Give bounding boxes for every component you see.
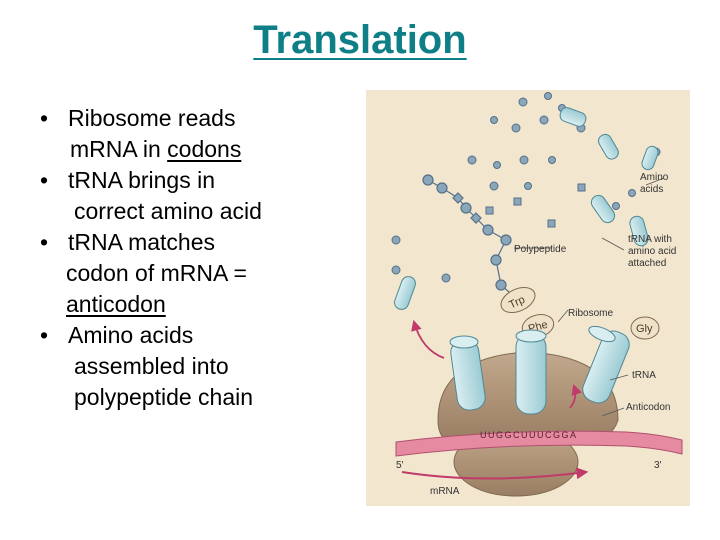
trna-attached-label-3: attached bbox=[628, 258, 666, 269]
bullet-4-line-2: assembled into bbox=[40, 351, 360, 382]
amino-acids-label-2: acids bbox=[640, 184, 663, 195]
trna-attached-label-2: amino acid bbox=[628, 246, 676, 257]
bullet-1-line-1: • Ribosome reads bbox=[40, 103, 360, 134]
mrna-strand: UUGGCUUUCGGA bbox=[395, 430, 683, 480]
bound-trnas bbox=[449, 325, 630, 415]
bullet-4-line-3: polypeptide chain bbox=[40, 382, 360, 413]
bullet-dot: • bbox=[40, 167, 49, 193]
bullet-text: t bbox=[68, 229, 75, 255]
codons-link: codons bbox=[167, 136, 242, 162]
polypeptide-chain bbox=[422, 174, 517, 299]
bullet-4-line-1: • Amino acids bbox=[40, 320, 360, 351]
translation-figure-svg: Trp Phe Gly UUGGCUUUCGGA bbox=[366, 90, 690, 506]
bullet-1-line-2: mRNA in codons bbox=[40, 134, 360, 165]
ribosome-label: Ribosome bbox=[568, 308, 613, 319]
bullet-dot: • bbox=[40, 322, 49, 348]
bullet-dot: • bbox=[40, 229, 49, 255]
bullet-text: correct amino acid bbox=[74, 198, 262, 224]
three-prime-label: 3' bbox=[654, 460, 662, 471]
bullet-text: assembled into bbox=[74, 353, 229, 379]
free-amino-acids bbox=[391, 92, 661, 283]
diagram-arrows bbox=[411, 319, 582, 409]
bullet-3-line-2: codon of mRNA = bbox=[40, 258, 360, 289]
bullet-text: t bbox=[68, 167, 75, 193]
bullet-text: codon of m bbox=[66, 260, 180, 286]
polypeptide-label: Polypeptide bbox=[514, 244, 567, 255]
bullet-dot: • bbox=[40, 105, 49, 131]
anticodon-text: anticodon bbox=[66, 291, 166, 317]
mrna-label: mRNA bbox=[430, 486, 460, 497]
bullet-2-line-1: • tRNA brings in bbox=[40, 165, 360, 196]
bullet-text: Amino acids bbox=[68, 322, 194, 348]
bullet-2-line-2: correct amino acid bbox=[40, 196, 360, 227]
leader-lines bbox=[514, 177, 665, 417]
codon-sequence: UUGGCUUUCGGA bbox=[480, 430, 578, 440]
bullet-text: RNA in bbox=[89, 136, 168, 162]
slide-title: Translation bbox=[253, 18, 467, 62]
bullet-3-line-1: • tRNA matches bbox=[40, 227, 360, 258]
bullet-text: RNA matches bbox=[74, 229, 215, 255]
trna-label: tRNA bbox=[632, 370, 656, 381]
bullet-3-line-3: anticodon bbox=[40, 289, 360, 320]
anticodon-label: Anticodon bbox=[626, 402, 670, 413]
bullet-text: polypeptide chain bbox=[74, 384, 254, 410]
amino-acids-label: Amino bbox=[640, 172, 669, 183]
translation-diagram: Trp Phe Gly UUGGCUUUCGGA bbox=[366, 90, 690, 506]
bullet-list: •Ribosome reads mRNA in codons •tRNA bri… bbox=[40, 103, 360, 413]
figure-labels: Amino acids Polypeptide tRNA with amino … bbox=[396, 172, 676, 497]
bullet-text: Ribosome reads bbox=[68, 105, 236, 131]
bullet-text: RNA brings in bbox=[74, 167, 216, 193]
trna-attached-label: tRNA with bbox=[628, 234, 672, 245]
bullet-text: RNA = bbox=[179, 260, 247, 286]
bullet-text: m bbox=[70, 136, 90, 162]
floating-trna-group bbox=[394, 107, 659, 310]
gly-label: Gly bbox=[636, 323, 653, 335]
five-prime-label: 5' bbox=[396, 460, 404, 471]
